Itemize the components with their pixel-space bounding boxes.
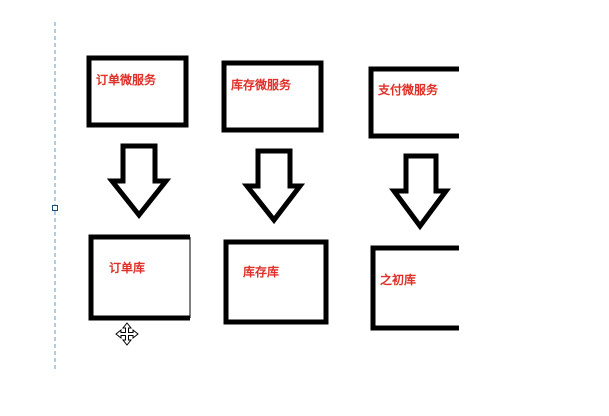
service-column-payment: 支付微服务 之初库 (368, 66, 459, 331)
service-column-inventory: 库存微服务 库存库 (221, 60, 329, 325)
down-arrow-inventory (241, 148, 306, 225)
move-cursor-icon (115, 322, 139, 346)
order-db-box[interactable] (88, 234, 190, 321)
payment-service-label: 支付微服务 (377, 82, 439, 97)
resize-handle-icon[interactable] (52, 205, 58, 211)
inventory-db-box[interactable] (223, 239, 329, 325)
payment-service-box[interactable] (368, 66, 459, 139)
payment-db-box[interactable] (370, 245, 459, 331)
down-arrow-order (106, 143, 172, 220)
service-column-order: 订单微服务 订单库 (86, 55, 191, 321)
order-service-label: 订单微服务 (96, 72, 157, 87)
order-service-box[interactable] (86, 55, 189, 128)
inventory-service-box[interactable] (221, 60, 324, 133)
down-arrow-payment (389, 153, 451, 231)
order-db-label: 订单库 (109, 260, 145, 275)
inventory-db-label: 库存库 (243, 264, 279, 279)
inventory-service-label: 库存微服务 (231, 77, 292, 92)
payment-db-label: 之初库 (380, 272, 416, 287)
